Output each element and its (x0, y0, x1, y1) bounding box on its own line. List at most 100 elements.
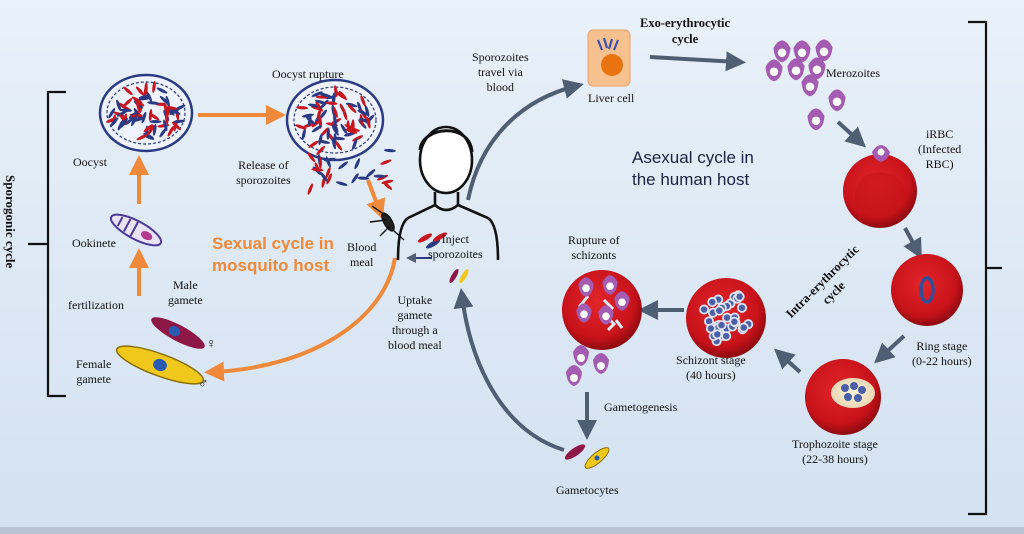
gametogenesis-merozoites (566, 345, 609, 386)
sporozoite (326, 173, 333, 185)
sporozoite (315, 101, 323, 112)
sporozoite (320, 172, 328, 182)
merozoite (793, 40, 811, 63)
schizont-nucleus-core (705, 318, 713, 325)
sporozoite (319, 92, 331, 98)
sporozoite (120, 118, 128, 128)
schizont-nucleus-core (707, 325, 715, 332)
sporozoite (326, 127, 330, 140)
sporozoite (318, 133, 323, 146)
sporozoite (307, 152, 316, 163)
irbc-label: iRBC (Infected RBC) (918, 127, 962, 171)
trophozoite-stage-graphic (805, 359, 881, 435)
female-gamete-graphic (115, 345, 205, 385)
ring-stage-graphic (891, 254, 963, 326)
sporozoite (120, 108, 133, 112)
sporozoite (169, 108, 181, 115)
schizont-nucleus-core (740, 324, 747, 331)
sporozoite (383, 148, 396, 153)
merozoite (815, 39, 833, 62)
sporozoite (165, 95, 170, 108)
merozoite (801, 74, 819, 97)
sporozoite (295, 124, 307, 130)
schizont-nucleus-core (718, 321, 725, 329)
schizont-stage-graphic (686, 278, 766, 358)
male-gamete-graphic (151, 317, 205, 349)
sporozoite (373, 174, 386, 178)
sporozoite (320, 99, 329, 109)
arrow-irbc-to-ring (903, 227, 922, 260)
sporozoite (343, 132, 356, 137)
sporozoite (318, 139, 330, 144)
merozoite (828, 89, 846, 112)
sporozoites-travel-label: Sporozoites travel via blood (472, 50, 529, 94)
rupture-of-schizonts-label: Rupture of schizonts (568, 233, 620, 262)
merozoite (578, 277, 594, 297)
sporozoite (147, 125, 155, 136)
merozoite (787, 58, 805, 81)
sporozoite (380, 159, 392, 165)
sporozoite (357, 109, 369, 116)
sporogonic-cycle-label: Sporogonic cycle (3, 175, 18, 269)
sporozoite (108, 108, 116, 119)
blood-meal-label: Blood meal (347, 240, 377, 269)
sporozoite (347, 104, 357, 113)
sporozoite (307, 114, 312, 127)
sporozoite (366, 116, 371, 129)
female-gamete-label: Female gamete (76, 357, 112, 386)
sporozoite (316, 108, 322, 120)
sporozoite (332, 92, 336, 105)
sporozoite (116, 99, 122, 112)
sporozoite (141, 111, 147, 124)
sporozoite (311, 119, 322, 128)
sporozoite (123, 98, 133, 107)
sporozoite (136, 134, 148, 141)
arrow-gametocytes-to-human (453, 288, 565, 452)
sporozoite (134, 98, 145, 107)
sporozoite (336, 91, 346, 100)
schizont-nucleus-core (714, 331, 721, 338)
schizont-nucleus-core (736, 293, 743, 300)
sporozoite (331, 137, 336, 150)
sporozoite (138, 94, 151, 99)
arrow-rupture-to-mosquito (366, 179, 386, 220)
sporozoite (318, 157, 323, 170)
sporozoite (165, 112, 169, 125)
sporozoite (357, 176, 370, 180)
liver-cell-label: Liver cell (588, 91, 635, 105)
sexual-cycle-label: Sexual cycle in mosquito host (212, 234, 334, 276)
ruptured-oocyst-graphic (285, 78, 396, 195)
sporozoite (307, 183, 313, 195)
ring-stage-label: Ring stage (0-22 hours) (912, 339, 972, 368)
fertilization-label: fertilization (68, 298, 124, 312)
sporozoite (333, 114, 337, 127)
sporozoite (333, 136, 345, 141)
sporozoite (331, 125, 339, 136)
injected-sporozoites (417, 232, 448, 249)
oocyst-label: Oocyst (73, 155, 107, 169)
merozoite (598, 305, 614, 325)
sporozoite (159, 127, 167, 138)
sporozoite (338, 161, 348, 170)
sporozoite (173, 119, 186, 124)
schizont-stage-label: Schizont stage (40 hours) (676, 353, 746, 382)
sporozoite (333, 106, 338, 118)
sporozoite (110, 117, 119, 127)
sporozoite (147, 101, 160, 105)
sporozoite (364, 105, 370, 117)
ookinete-graphic (109, 213, 163, 247)
sporozoite (382, 181, 393, 190)
gametocytes-graphic (564, 444, 610, 469)
sporozoite (106, 117, 118, 123)
merozoite (576, 303, 592, 323)
schizont-nucleus-core (738, 304, 746, 312)
oocyst-rupture-label: Oocyst rupture (272, 67, 344, 81)
sporozoite (165, 106, 177, 110)
sporozoite (149, 113, 160, 121)
sporozoite (360, 95, 366, 107)
liver-cell-graphic (587, 29, 631, 87)
sporozoite (354, 158, 361, 170)
sporozoite (143, 124, 154, 132)
arrow-merozoites-to-irbc (836, 120, 866, 148)
